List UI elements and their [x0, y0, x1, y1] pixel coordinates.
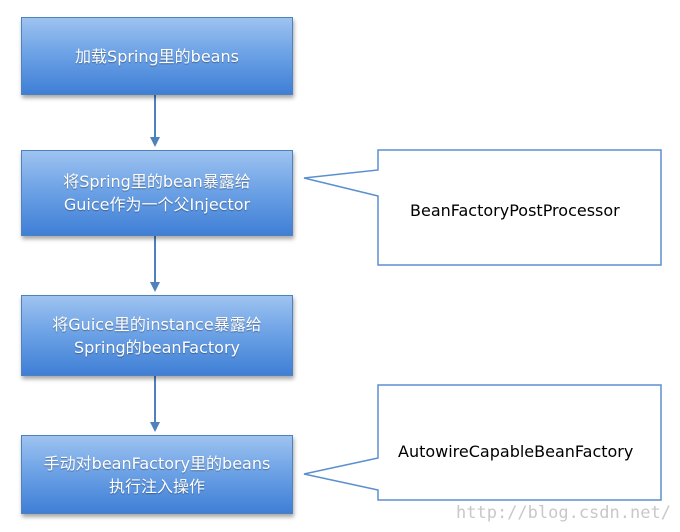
step-4-box: 手动对beanFactory里的beans 执行注入操作	[21, 435, 293, 514]
step-1-box: 加载Spring里的beans	[21, 17, 293, 95]
watermark-text: http://blog.csdn.net/	[456, 503, 671, 523]
callout-2-label: AutowireCapableBeanFactory	[398, 442, 634, 461]
step-3-line-1: 将Guice里的instance暴露给	[52, 314, 262, 334]
step-2-line-2: Guice作为一个父Injector	[63, 195, 251, 214]
step-4-line-1: 手动对beanFactory里的beans	[43, 453, 271, 473]
step-2-box: 将Spring里的bean暴露给 Guice作为一个父Injector	[21, 150, 293, 236]
step-3-box: 将Guice里的instance暴露给 Spring的beanFactory	[21, 295, 293, 376]
step-3-line-2: Spring的beanFactory	[73, 337, 241, 357]
callout-1-shape	[303, 149, 662, 266]
step-1-line-1: 加载Spring里的beans	[75, 46, 239, 66]
callout-1-label: BeanFactoryPostProcessor	[410, 201, 620, 220]
callout-2-shape	[303, 384, 662, 501]
step-2-line-1: 将Spring里的bean暴露给	[63, 172, 251, 191]
step-4-line-2: 执行注入操作	[108, 476, 205, 496]
